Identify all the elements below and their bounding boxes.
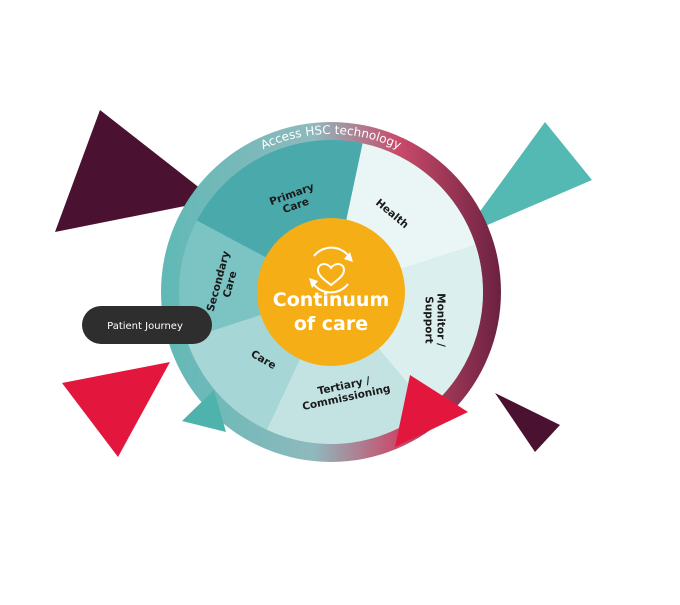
patient-journey-label: Patient Journey — [107, 321, 183, 332]
center-title-line2: of care — [294, 313, 368, 335]
segment-label: Monitor /Support — [422, 293, 446, 347]
heart-cycle-icon — [309, 246, 353, 294]
red-triangle-lower-right — [395, 375, 468, 447]
red-triangle-left — [62, 362, 170, 457]
segment-label-line: Monitor / — [434, 293, 446, 347]
teal-triangle-upper-right — [462, 122, 592, 236]
maroon-triangle-lower-right — [495, 393, 560, 452]
patient-journey-button[interactable]: Patient Journey — [82, 306, 212, 344]
teal-triangle-lower-left — [182, 390, 226, 432]
center-title-line1: Continuum — [273, 289, 390, 311]
maroon-triangle-left — [55, 110, 215, 232]
segment-label-line: Support — [422, 296, 434, 343]
segment-tertiary-commissioning — [266, 292, 429, 444]
segment-secondary-care — [178, 220, 331, 339]
